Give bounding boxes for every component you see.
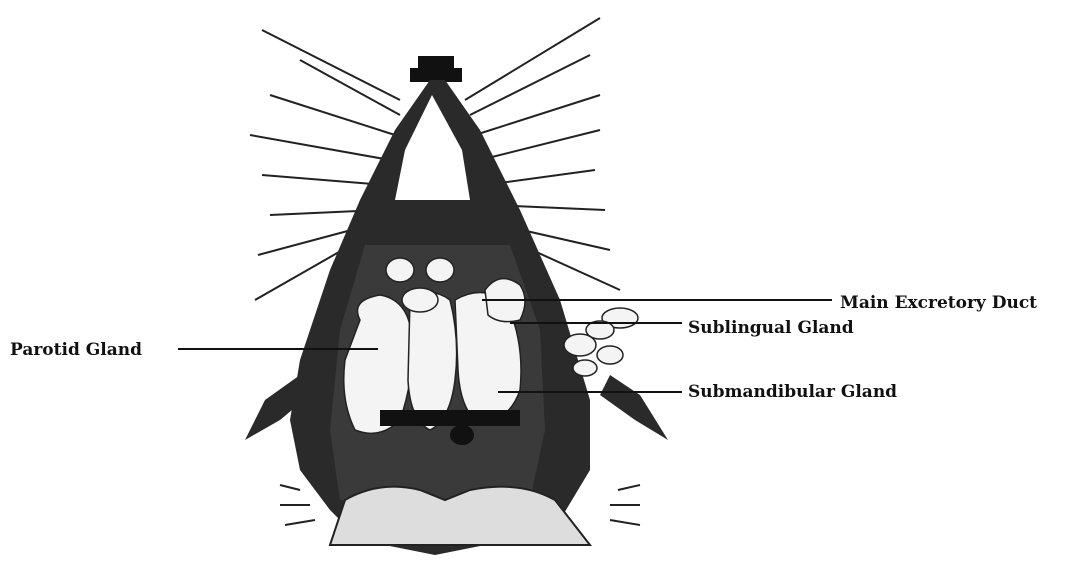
right-forelimb	[600, 375, 668, 440]
label-parotid-gland: Parotid Gland	[10, 340, 142, 360]
label-main-excretory-duct: Main Excretory Duct	[840, 293, 1037, 313]
lymph-nodes	[564, 308, 638, 376]
label-sublingual-gland: Sublingual Gland	[688, 318, 854, 338]
trachea	[450, 425, 474, 445]
label-submandibular-gland: Submandibular Gland	[688, 382, 897, 402]
